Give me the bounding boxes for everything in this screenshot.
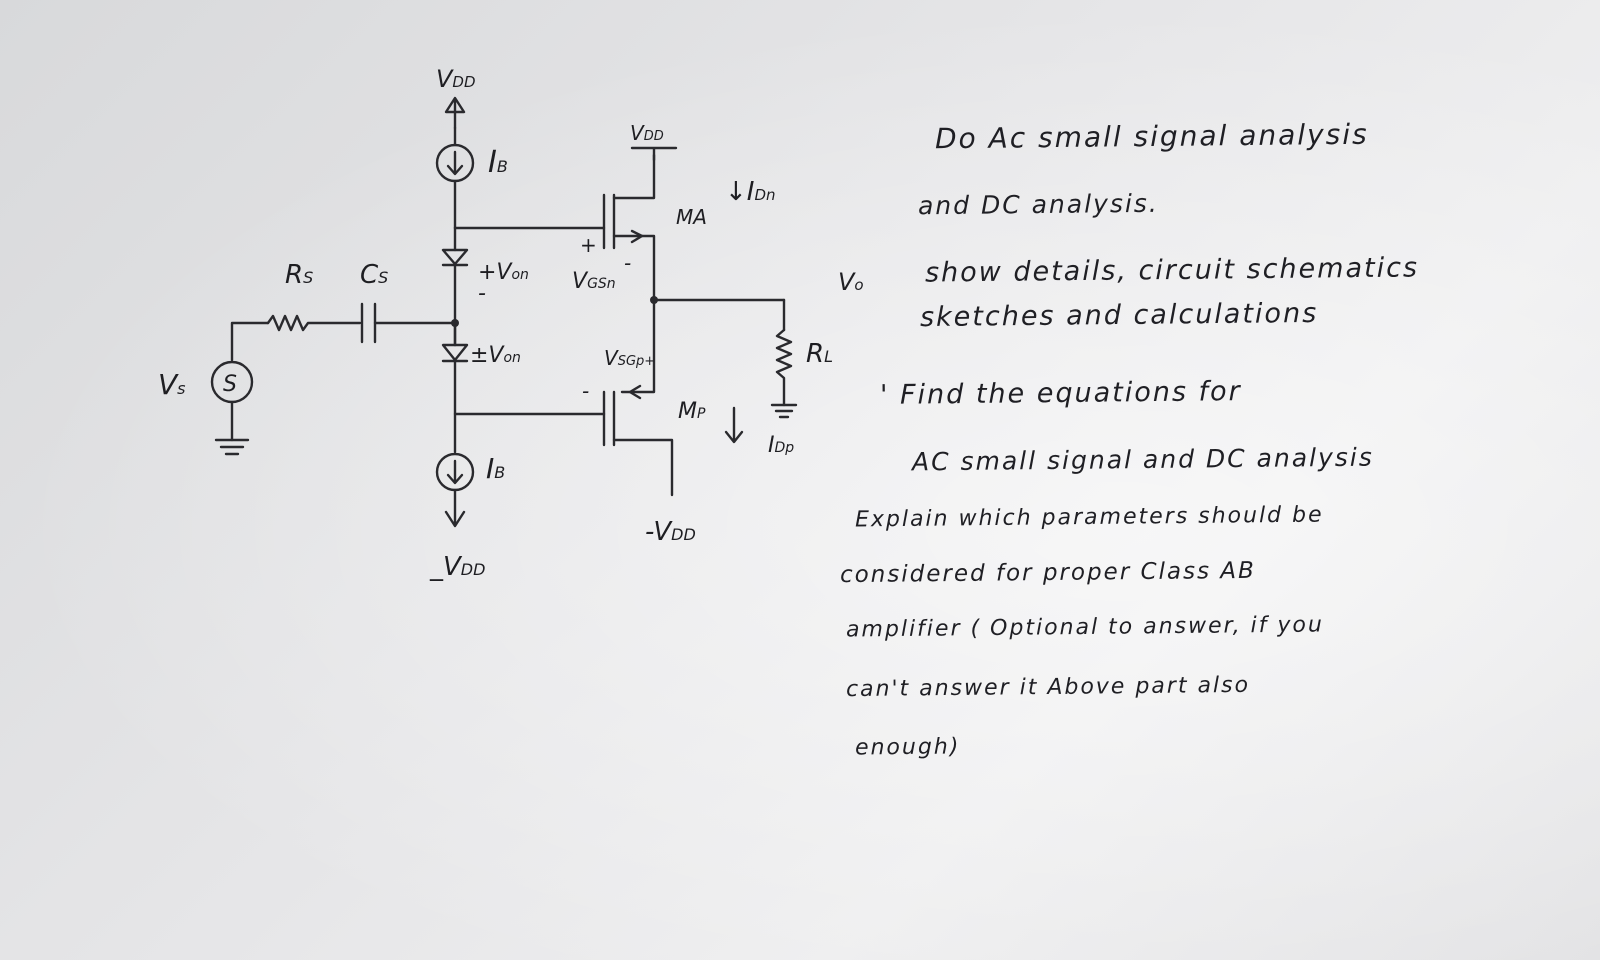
mn-label: MA — [676, 205, 707, 229]
question-line-8: considered for proper Class AB — [839, 557, 1256, 589]
vsgp-label: VSGp+ — [604, 346, 655, 370]
rl-label: RL — [806, 339, 833, 369]
ib-bottom-current-source — [435, 452, 475, 528]
question-line-2: and DC analysis. — [917, 188, 1159, 221]
vdd-bottom-left-label: _VDD — [429, 552, 485, 582]
rs-label: RS — [285, 260, 313, 290]
mp-label: MP — [678, 399, 706, 424]
von-bottom-label: ±Von — [470, 343, 521, 368]
ib-top-current-source — [435, 126, 475, 230]
vs-source-symbol: S — [223, 372, 237, 397]
nmos-transistor — [602, 146, 678, 302]
vgsn-minus: - — [624, 251, 631, 275]
vsgp-minus: - — [582, 379, 589, 403]
question-line-6: AC small signal and DC analysis — [911, 442, 1374, 477]
vgsn-plus: + — [580, 233, 597, 257]
vs-label: Vs — [158, 368, 186, 401]
question-line-5: ' Find the equations for — [879, 376, 1242, 411]
vo-label: Vo — [838, 268, 864, 296]
vdd-mn-label: VDD — [630, 121, 664, 145]
output-node — [650, 296, 798, 419]
von-top-label: +Von — [478, 260, 529, 285]
vdd-top-arrow — [444, 96, 466, 130]
vdd-top-label: VDD — [436, 65, 476, 93]
input-branch — [230, 302, 459, 362]
question-line-1: Do Ac small signal analysis — [934, 117, 1369, 156]
cs-label: CS — [360, 260, 388, 290]
vdd-mp-label: -VDD — [645, 517, 696, 547]
idp-arrow — [724, 406, 744, 444]
idn-label: ↓IDn — [725, 177, 776, 207]
ib-top-label: IB — [488, 145, 508, 180]
question-line-4: sketches and calculations — [919, 297, 1319, 334]
diode-bottom — [441, 321, 469, 454]
question-line-3: show details, circuit schematics — [924, 252, 1420, 289]
von-top-minus: - — [478, 281, 486, 306]
idp-label: IDp — [768, 433, 794, 458]
pmos-transistor — [602, 298, 674, 497]
question-line-10: can't answer it Above part also — [845, 672, 1251, 703]
question-line-7: Explain which parameters should be — [854, 502, 1324, 533]
vgsn-label: VGSn — [572, 269, 616, 294]
question-line-11: enough) — [854, 734, 961, 761]
vs-voltage-source — [210, 360, 254, 456]
question-line-9: amplifier ( Optional to answer, if you — [845, 612, 1325, 643]
ib-bottom-label: IB — [486, 452, 505, 485]
